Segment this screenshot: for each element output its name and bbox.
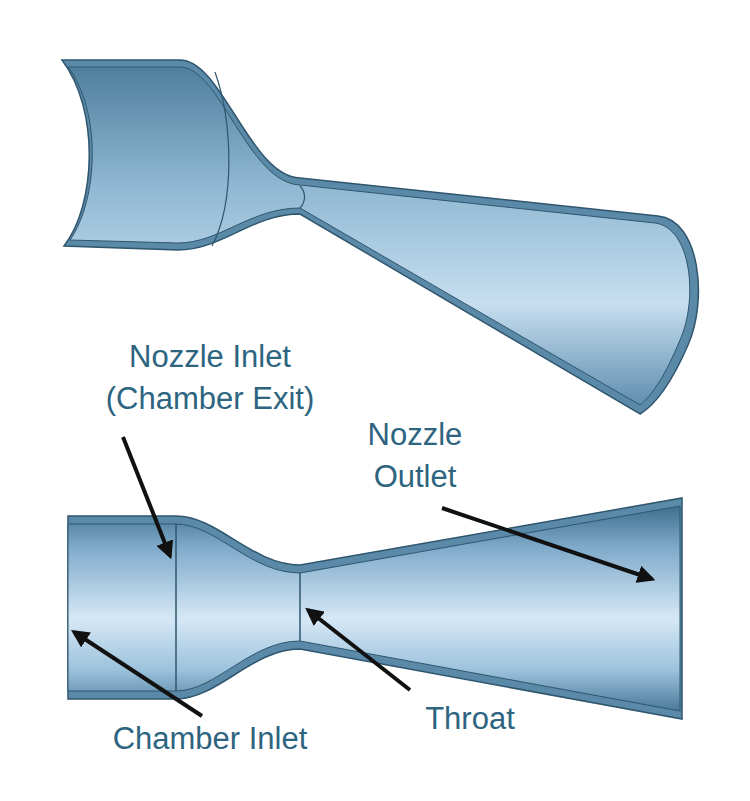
leader-arrows	[74, 437, 652, 716]
part-label: Chamber Inlet	[70, 718, 350, 760]
part-label: Nozzle Inlet (Chamber Exit)	[80, 336, 340, 420]
part-label: Throat	[400, 698, 540, 740]
part-label: Nozzle Outlet	[335, 414, 495, 498]
